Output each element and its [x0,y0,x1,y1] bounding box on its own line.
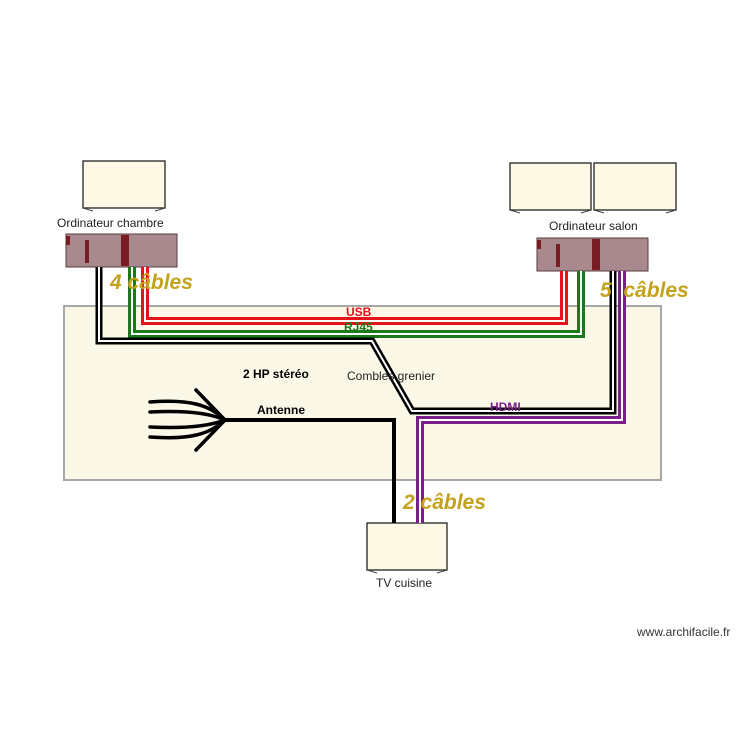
living-pc-label: Ordinateur salon [549,219,638,233]
living-monitor-right [593,162,677,214]
hdmi-cable [416,271,626,523]
usb-cable [141,267,568,325]
antenna-cable [225,418,396,523]
usb-label: USB [346,305,372,319]
kitchen-tv [366,522,448,574]
attic-label: Combles grenier [347,369,435,383]
rj45-cable [128,267,585,338]
bedroom-pc-label: Ordinateur chambre [57,216,164,230]
bedroom-pc-tower [65,233,178,268]
antenna-icon [148,388,228,452]
living-cable-count: 5 câbles [600,279,689,302]
kitchen-cable-count: 2 câbles [402,491,486,514]
speaker-cable [95,267,617,415]
antenna-label: Antenne [257,403,305,417]
hdmi-label: HDMI [490,400,521,414]
rj45-label: RJ45 [344,320,373,334]
watermark: www.archifacile.fr [636,625,730,639]
speakers-label: 2 HP stéréo [243,367,309,381]
bedroom-monitor [82,160,166,212]
bedroom-cable-count: 4 câbles [109,271,193,294]
kitchen-tv-label: TV cuisine [376,576,432,590]
living-pc-tower [536,237,649,272]
living-monitor-left [509,162,592,214]
